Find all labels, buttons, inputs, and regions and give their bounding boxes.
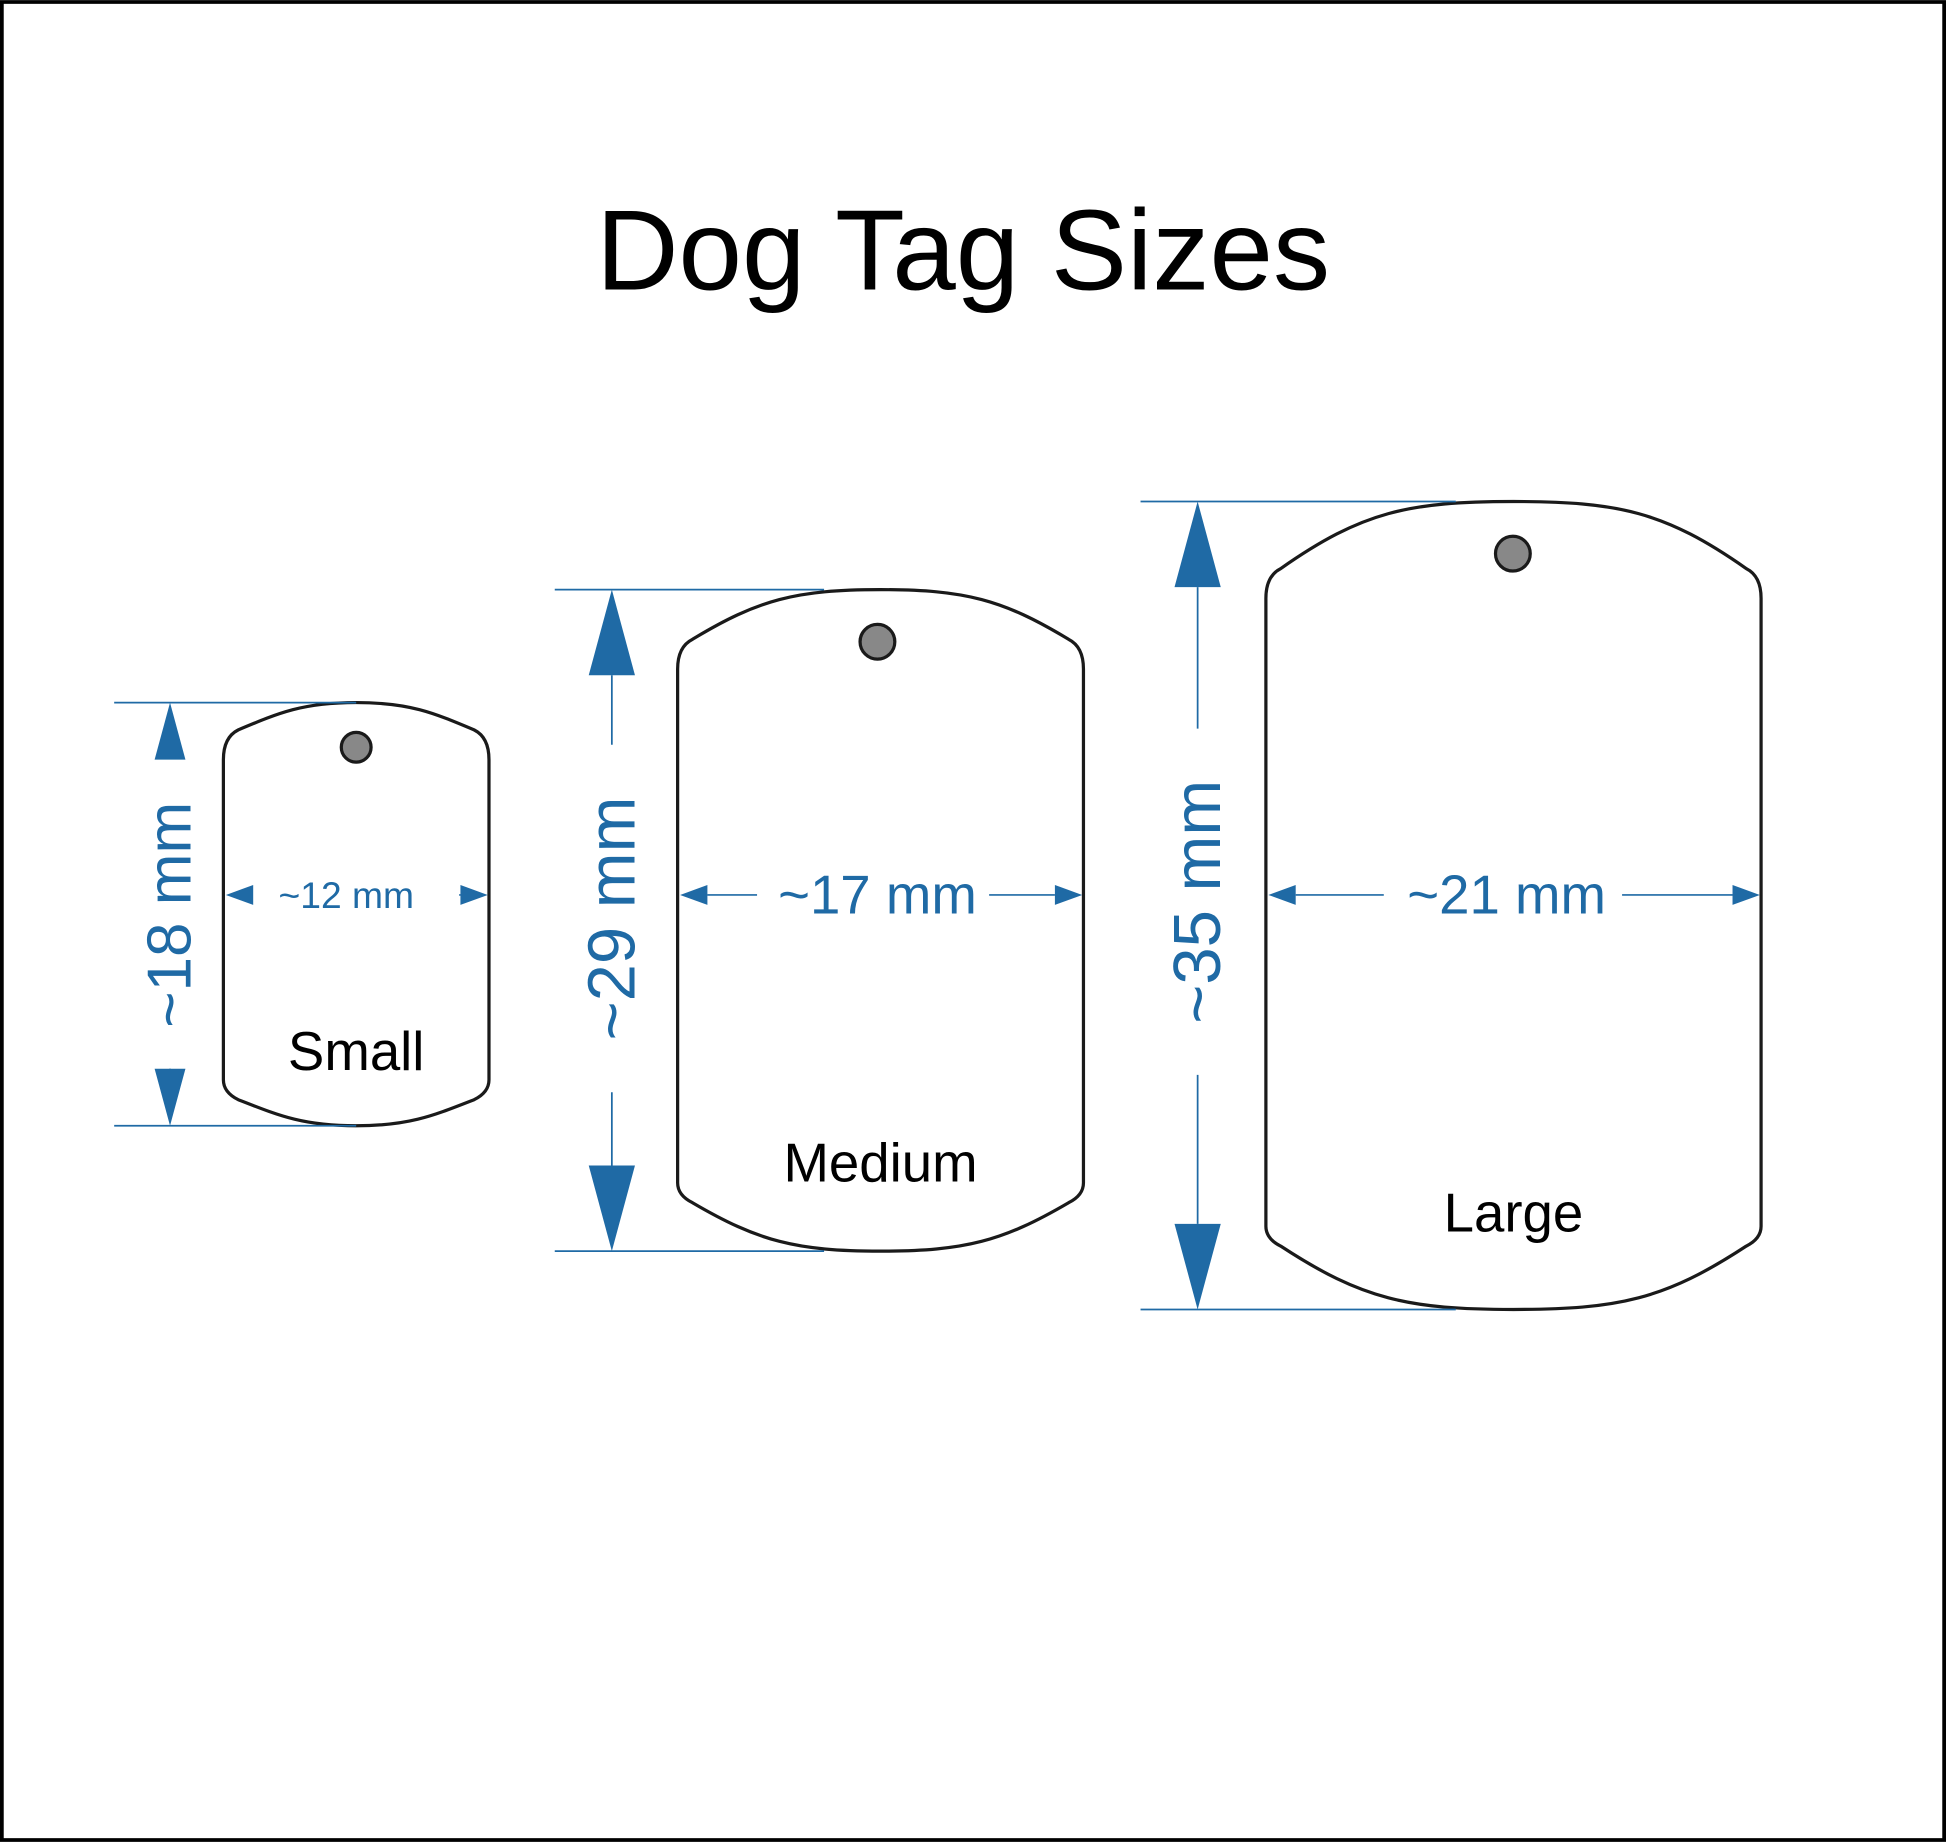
arrowhead-right-icon xyxy=(1054,885,1083,905)
arrowhead-down-icon xyxy=(154,1068,186,1126)
tag-outline-small xyxy=(221,700,491,1128)
size-name-label: Large xyxy=(1444,1182,1584,1243)
size-name-label: Small xyxy=(288,1021,425,1082)
arrowhead-right-icon xyxy=(1732,885,1760,905)
height-label: ~35 mm xyxy=(1160,780,1235,1024)
tag-outline-large xyxy=(1264,499,1763,1312)
arrowhead-left-icon xyxy=(680,885,708,905)
tag-large: ~35 mm ~21 mm Large xyxy=(1140,499,1763,1312)
size-name-label: Medium xyxy=(783,1133,977,1194)
tag-outline-medium xyxy=(676,588,1086,1253)
arrowhead-down-icon xyxy=(588,1165,635,1252)
height-label: ~18 mm xyxy=(136,802,205,1028)
arrowhead-left-icon xyxy=(1268,885,1296,905)
arrowhead-up-icon xyxy=(588,589,635,676)
arrowhead-left-icon xyxy=(225,885,254,905)
width-label: ~21 mm xyxy=(1407,864,1606,925)
arrowhead-up-icon xyxy=(154,702,186,760)
width-label: ~17 mm xyxy=(778,864,977,925)
width-label: ~12 mm xyxy=(279,874,414,916)
hole-icon xyxy=(1493,534,1532,573)
height-label: ~29 mm xyxy=(574,797,649,1041)
hole-icon xyxy=(339,730,373,764)
arrowhead-down-icon xyxy=(1174,1223,1221,1310)
diagram-title: Dog Tag Sizes xyxy=(596,187,1330,314)
tag-small: ~18 mm ~12 mm Small xyxy=(114,700,491,1128)
arrowhead-up-icon xyxy=(1174,501,1221,588)
arrowhead-right-icon xyxy=(460,885,488,905)
tag-medium: ~29 mm ~17 mm Medium xyxy=(554,588,1086,1253)
hole-icon xyxy=(858,622,897,661)
